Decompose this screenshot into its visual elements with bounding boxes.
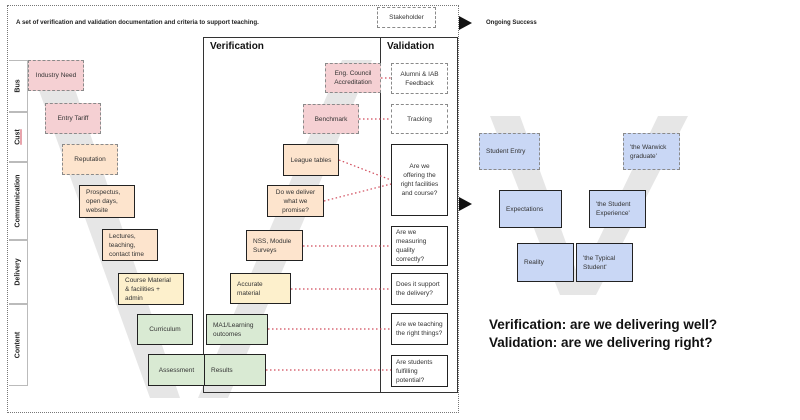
box-measuring-quality: Are we measuring quality correctly? — [391, 226, 448, 266]
arrow-right-icon — [459, 197, 472, 211]
lane-communication: Communication — [9, 162, 28, 240]
box-benchmark: Benchmark — [303, 104, 359, 134]
box-course-material: Course Material & facilities + admin — [118, 273, 184, 305]
stakeholder-box: Stakeholder — [377, 7, 436, 28]
summary-validation: Validation: are we delivering right? — [489, 335, 713, 350]
ongoing-success-label: Ongoing Success — [486, 20, 537, 26]
summary-text: Verification: are we delivering well? Va… — [489, 316, 717, 352]
lane-content: Content — [9, 304, 28, 386]
box-prospectus: Prospectus, open days, website — [79, 185, 135, 218]
diagram-frame — [7, 5, 459, 413]
box-reality: Reality — [517, 243, 574, 282]
box-support-delivery: Does it support the delivery? — [391, 273, 448, 305]
box-learning-outcomes: MA1/Learning outcomes — [206, 314, 268, 345]
box-expectations: Expectations — [499, 190, 562, 228]
box-typical-student: 'the Typical Student' — [576, 243, 633, 282]
lane-bus: Bus — [9, 60, 28, 112]
box-industry-need: Industry Need — [28, 60, 84, 91]
box-results: Results — [204, 354, 266, 386]
lane-delivery: Delivery — [9, 240, 28, 304]
diagram-subtitle: A set of verification and validation doc… — [16, 19, 259, 26]
box-lectures: Lectures, teaching, contact time — [102, 229, 158, 261]
box-accurate-material: Accurate material — [230, 273, 291, 304]
box-student-entry: Student Entry — [479, 133, 540, 170]
verification-title: Verification — [210, 41, 264, 52]
box-right-facilities: Are we offering the right facilities and… — [391, 144, 448, 216]
validation-section — [380, 37, 458, 393]
box-reputation: Reputation — [62, 144, 118, 175]
box-assessment: Assessment — [148, 354, 205, 386]
connector-promise-facilities — [323, 183, 392, 202]
box-nss-surveys: NSS, Module Surveys — [246, 230, 303, 261]
lane-cust: Cust — [9, 112, 28, 162]
summary-verification: Verification: are we delivering well? — [489, 317, 718, 332]
box-deliver-promise: Do we deliver what we promise? — [267, 185, 324, 217]
box-students-potential: Are students fulfilling potential? — [391, 355, 448, 387]
box-alumni-feedback: Alumni & IAB Feedback — [391, 63, 448, 94]
box-teaching-right: Are we teaching the right things? — [391, 313, 448, 345]
box-tracking: Tracking — [391, 104, 448, 134]
box-entry-tariff: Entry Tariff — [45, 103, 101, 134]
box-curriculum: Curriculum — [137, 314, 193, 345]
validation-title: Validation — [387, 41, 435, 52]
box-warwick-graduate: 'the Warwick graduate' — [623, 133, 680, 170]
box-eng-council: Eng. Council Accreditation — [325, 63, 381, 93]
connector-league-facilities — [338, 159, 392, 181]
arrow-right-icon — [459, 16, 472, 30]
box-student-experience: 'the Student Experience' — [589, 190, 646, 228]
box-league-tables: League tables — [283, 144, 339, 176]
